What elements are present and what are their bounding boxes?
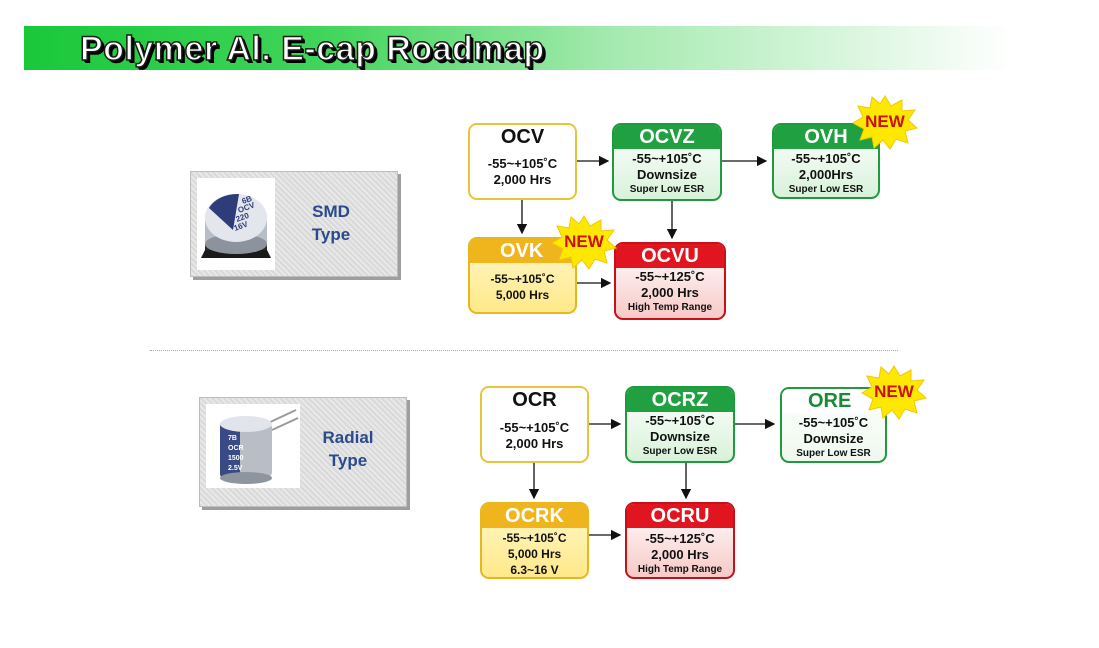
box-ocrk-life: 5,000 Hrs — [507, 547, 562, 561]
radial-capacitor-image: 7B OCR 1500 2.5V — [206, 404, 300, 488]
box-ovh: OVH -55~+105˚C 2,000Hrs Super Low ESR — [772, 123, 880, 199]
smd-type-panel: 6B OCV 220 16V SMD Type — [190, 171, 398, 277]
box-ocr-name: OCR — [482, 388, 587, 412]
box-ocru: OCRU -55~+125˚C 2,000 Hrs High Temp Rang… — [625, 502, 735, 579]
box-ocrz: OCRZ -55~+105˚C Downsize Super Low ESR — [625, 386, 735, 463]
box-ore-feature: Downsize — [803, 431, 864, 446]
box-ovh-temp: -55~+105˚C — [791, 151, 861, 166]
radial-type-panel: 7B OCR 1500 2.5V Radial Type — [199, 397, 407, 507]
box-ocvz: OCVZ -55~+105˚C Downsize Super Low ESR — [612, 123, 722, 201]
section-divider — [150, 350, 898, 351]
box-ocvu-name: OCVU — [616, 244, 724, 268]
radial-label-line2: Type — [328, 451, 368, 470]
page-title: Polymer Al. E-cap Roadmap — [79, 29, 545, 69]
box-ovh-life: 2,000Hrs — [798, 167, 854, 182]
title-bar: Polymer Al. E-cap Roadmap — [24, 26, 1014, 70]
box-ocrz-note: Super Low ESR — [642, 446, 718, 457]
box-ocrz-temp: -55~+105˚C — [645, 413, 715, 428]
box-ovk-temp: -55~+105˚C — [490, 272, 555, 286]
box-ocvz-name: OCVZ — [614, 125, 720, 149]
box-ocvz-note: Super Low ESR — [629, 184, 705, 195]
box-ocru-note: High Temp Range — [637, 564, 723, 575]
box-ocr-life: 2,000 Hrs — [505, 436, 564, 451]
smd-type-label: SMD Type — [287, 200, 375, 246]
smd-capacitor-image: 6B OCV 220 16V — [197, 178, 275, 270]
box-ocv: OCV -55~+105˚C 2,000 Hrs — [468, 123, 577, 200]
box-ocrk-voltage: 6.3~16 V — [510, 563, 559, 577]
box-ore-name: ORE — [782, 389, 885, 413]
box-ore-temp: -55~+105˚C — [798, 415, 869, 430]
box-ocvz-feature: Downsize — [637, 167, 697, 182]
radial-image-text-3: 1500 — [228, 455, 244, 462]
box-ocv-name: OCV — [470, 125, 575, 149]
radial-image-text-4: 2.5V — [228, 465, 243, 472]
new-badge-ore: NEW — [860, 364, 928, 420]
box-ocvu-temp: -55~+125˚C — [635, 269, 705, 284]
box-ocru-life: 2,000 Hrs — [651, 547, 709, 562]
smd-image-text-1: 6B — [241, 194, 254, 206]
box-ocrz-name: OCRZ — [627, 388, 733, 412]
box-ocvu: OCVU -55~+125˚C 2,000 Hrs High Temp Rang… — [614, 242, 726, 320]
smd-image-text-3: 220 — [235, 211, 251, 224]
box-ovh-note: Super Low ESR — [788, 184, 864, 195]
box-ocvu-note: High Temp Range — [627, 302, 713, 313]
box-ore-note: Super Low ESR — [796, 448, 871, 459]
smd-label-line2: Type — [311, 225, 351, 244]
box-ore: ORE -55~+105˚C Downsize Super Low ESR — [780, 387, 887, 463]
smd-label-line1: SMD — [312, 202, 350, 221]
radial-image-text-2: OCR — [228, 445, 244, 452]
box-ocvz-temp: -55~+105˚C — [632, 151, 702, 166]
box-ocrz-feature: Downsize — [650, 429, 710, 444]
new-badge-ovk-text: NEW — [564, 232, 604, 251]
box-ocr-temp: -55~+105˚C — [499, 420, 570, 435]
box-ovk-life: 5,000 Hrs — [495, 288, 550, 302]
box-ocv-life: 2,000 Hrs — [493, 172, 552, 187]
new-badge-ovh-text: NEW — [865, 112, 905, 131]
radial-type-label: Radial Type — [304, 426, 392, 472]
new-badge-ovk: NEW — [550, 214, 618, 270]
radial-label-line1: Radial — [322, 428, 374, 447]
new-badge-ovh: NEW — [851, 94, 919, 150]
box-ocr: OCR -55~+105˚C 2,000 Hrs — [480, 386, 589, 463]
box-ocrk: OCRK -55~+105˚C 5,000 Hrs 6.3~16 V — [480, 502, 589, 579]
box-ocvu-life: 2,000 Hrs — [641, 285, 699, 300]
box-ocv-temp: -55~+105˚C — [487, 156, 558, 171]
radial-image-text-1: 7B — [228, 435, 237, 442]
box-ocrk-name: OCRK — [482, 504, 587, 528]
box-ocru-temp: -55~+125˚C — [645, 531, 715, 546]
new-badge-ore-text: NEW — [874, 382, 914, 401]
box-ocru-name: OCRU — [627, 504, 733, 528]
box-ocrk-temp: -55~+105˚C — [502, 531, 567, 545]
